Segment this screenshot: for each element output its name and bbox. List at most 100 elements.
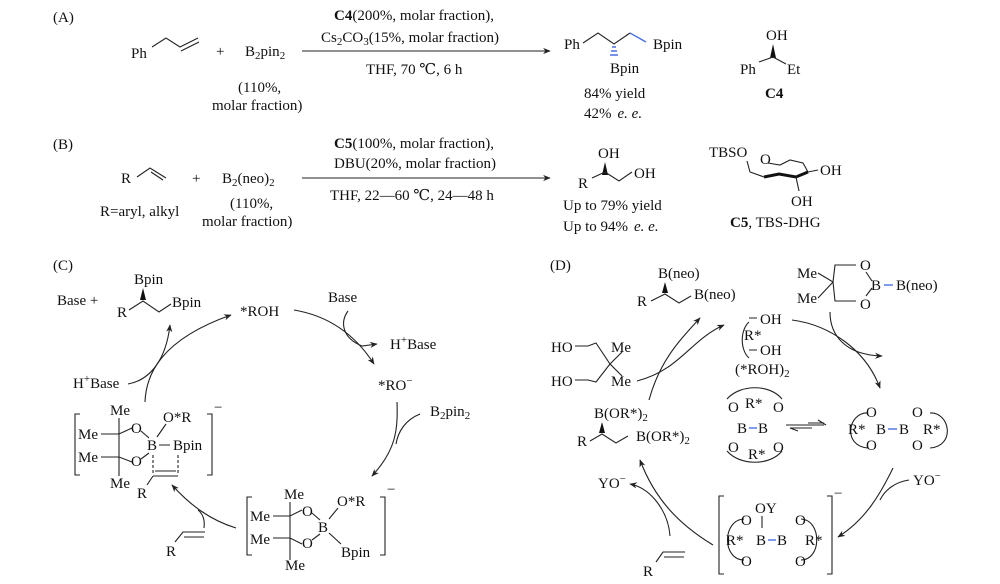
open-arcs: [850, 412, 948, 449]
b2pin2-branch: [395, 413, 421, 445]
product-chain: [582, 32, 631, 45]
c4-et: Et: [787, 62, 801, 78]
ester-b1: B(OR*)2: [594, 406, 648, 424]
equilibrium-top-head: [817, 419, 827, 426]
c4-wedge: [770, 44, 776, 58]
complex-me-bottom: Me: [285, 558, 305, 574]
protonated-base: H+Base: [390, 334, 437, 353]
hashed-wedge: [610, 46, 618, 56]
equilibrium-bottom: [789, 427, 812, 432]
diol-r: R*: [744, 328, 762, 344]
d-product-bneo2: B(neo): [694, 287, 736, 303]
yo-minus-in: YO−: [913, 470, 941, 489]
complex-b-bonds: [311, 507, 342, 545]
condition-catalyst: C4(200%, molar fraction),: [334, 8, 494, 24]
alkoxide: *RO−: [378, 375, 413, 394]
vinyl-group: [136, 167, 167, 181]
ts-bpin: Bpin: [173, 438, 203, 454]
b2neo-o1: O: [860, 258, 871, 274]
product-c-bpin2: Bpin: [172, 295, 202, 311]
plus-sign-b: +: [192, 171, 200, 187]
ester-bonds: [589, 433, 629, 444]
diol-r: R: [578, 176, 588, 192]
bridged-diboron: O O R* B B O O R*: [726, 387, 784, 463]
open-b2: B: [899, 422, 909, 438]
r-definition: R=aryl, alkyl: [100, 204, 179, 220]
d-cycle-arrow-3: [639, 459, 714, 546]
ate-r2: R*: [805, 533, 823, 549]
ts-dashed-bonds: [152, 455, 179, 475]
complex-brackets: [246, 496, 386, 556]
b2neo-o2: O: [860, 297, 871, 313]
base-branch-arrow: [343, 310, 378, 348]
ts-b: B: [147, 438, 157, 454]
diol-bonds: [591, 171, 633, 182]
diol-label: (*ROH)2: [735, 362, 790, 380]
panel-c: (C) Base + Bpin R Bpin *ROH Base H+Base …: [53, 258, 470, 574]
ate-o3: O: [795, 513, 806, 529]
ts-me-left1: Me: [78, 427, 98, 443]
chiral-alcohol: *ROH: [240, 304, 279, 320]
b2pin2-reagent: B2pin2: [245, 44, 285, 62]
condition-base-b: DBU(20%, molar fraction): [334, 156, 496, 172]
neo-ho1: HO: [551, 340, 573, 356]
ts-o1: O: [131, 421, 142, 437]
yield-b: Up to 79% yield: [563, 198, 662, 214]
condition-base: Cs2CO3(15%, molar fraction): [321, 30, 499, 48]
condition-catalyst-b: C5(100%, molar fraction),: [334, 136, 494, 152]
complex-charge: −: [387, 482, 395, 498]
c5-ring-front: [763, 170, 809, 179]
ester-r: R: [577, 434, 587, 450]
complex-me-left1: Me: [250, 509, 270, 525]
panel-b-label: (B): [53, 137, 73, 153]
bridged-r1: R*: [745, 396, 763, 412]
d-alkene: [655, 551, 685, 563]
complex-or: O*R: [337, 494, 365, 510]
panel-d: (D) B(neo) R B(neo) OH R* OH (*ROH)2 Me …: [550, 258, 948, 580]
ts-o2: O: [131, 454, 142, 470]
yo-minus-out: YO−: [598, 473, 626, 492]
neo-me2: Me: [611, 374, 631, 390]
bridged-b1: B: [737, 421, 747, 437]
cycle-arrow-4: [144, 314, 232, 403]
neo-me1: Me: [611, 340, 631, 356]
ts-r: R: [137, 486, 147, 502]
protonated-base-in: H+Base: [73, 373, 120, 392]
cycle-arrow-2: [371, 401, 398, 477]
allyl-chain: [151, 37, 200, 52]
yield-a: 84% yield: [584, 86, 646, 102]
b2pin2-c: B2pin2: [430, 404, 470, 422]
complex-o1: O: [302, 504, 313, 520]
d-ester-branch-arrow: [648, 317, 701, 401]
d-product-wedge: [662, 282, 668, 293]
ts-brackets: [74, 413, 213, 476]
ee-a: 42%e. e.: [584, 106, 642, 122]
product-c-r: R: [117, 305, 127, 321]
open-b1: B: [876, 422, 886, 438]
diol-arc: [741, 321, 750, 359]
panel-a: (A) Ph + B2pin2 (110%, molar fraction) C…: [53, 8, 801, 122]
ate-o4: O: [795, 554, 806, 570]
base-plus: Base +: [57, 293, 98, 309]
c5-oh2: OH: [791, 194, 813, 210]
plus-sign: +: [216, 44, 224, 60]
c5-oh-bonds: [795, 169, 819, 192]
bridged-o4: O: [773, 440, 784, 456]
b2neo-me1: Me: [797, 266, 817, 282]
diol-oh2: OH: [634, 166, 656, 182]
alkene-branch: [197, 509, 205, 529]
bridged-r2: R*: [748, 447, 766, 463]
bridged-o3: O: [728, 440, 739, 456]
ts-me-left2: Me: [78, 450, 98, 466]
panel-c-label: (C): [53, 258, 73, 274]
c4-oh: OH: [766, 28, 788, 44]
d-cycle-arrow-4: [636, 324, 725, 382]
ts-me-top: Me: [110, 403, 130, 419]
d-product-bneo1: B(neo): [658, 266, 700, 282]
cycle-arrow-3: [171, 484, 237, 529]
alkene-r: R: [121, 171, 131, 187]
d-cycle-arrow-2: [837, 467, 894, 538]
c5-label: C5, TBS-DHG: [730, 215, 821, 231]
d-alkene-r-label: R: [643, 564, 653, 580]
neo-ho2: HO: [551, 374, 573, 390]
